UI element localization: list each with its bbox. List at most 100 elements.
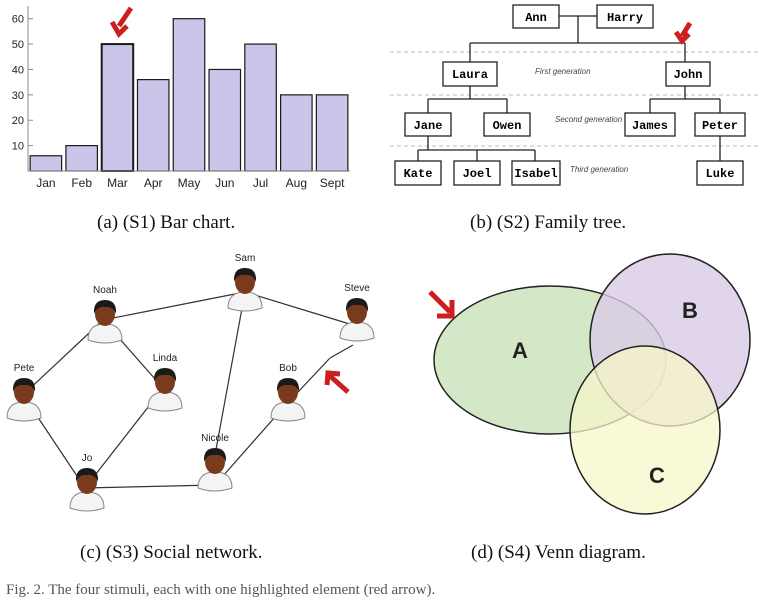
person-node-nicole: Nicole	[197, 433, 233, 492]
svg-text:Jane: Jane	[414, 119, 443, 133]
svg-text:Kate: Kate	[404, 167, 433, 181]
tree-connectors	[417, 15, 721, 161]
person-hair-icon	[12, 378, 36, 392]
person-head-icon	[235, 270, 255, 294]
person-head-icon	[155, 370, 175, 394]
svg-text:James: James	[632, 119, 668, 133]
svg-text:Pete: Pete	[14, 363, 35, 374]
person-hair-icon	[203, 448, 227, 462]
x-tick-label: May	[178, 176, 201, 190]
venn-label-c: C	[649, 463, 665, 488]
person-node-steve: Steve	[339, 283, 375, 342]
person-node-linda: Linda	[147, 353, 183, 412]
bar-apr	[136, 79, 170, 172]
tree-node-owen: Owen	[483, 112, 531, 137]
person-body-icon	[87, 323, 123, 344]
svg-text:Linda: Linda	[153, 353, 178, 364]
tree-node-kate: Kate	[394, 160, 442, 186]
bar-jan	[29, 155, 63, 172]
svg-text:Joel: Joel	[463, 167, 492, 181]
highlight-arrow-icon	[673, 21, 693, 45]
person-body-icon	[6, 401, 42, 422]
venn-set-c	[569, 345, 721, 515]
svg-text:Ann: Ann	[525, 11, 547, 25]
y-tick-label: 10	[12, 141, 24, 153]
person-hair-icon	[93, 300, 117, 314]
venn-diagram: A B C	[428, 253, 751, 515]
bar-chart-panel: 10 20 30 40 50 60 Jan Feb Mar Apr May Jun Jul Aug Sep…	[0, 0, 370, 210]
caption-b: (b) (S2) Family tree.	[470, 212, 627, 233]
family-tree-panel: First generation Second generation Third…	[385, 0, 760, 210]
svg-text:Harry: Harry	[607, 11, 643, 25]
svg-text:Owen: Owen	[493, 119, 522, 133]
social-network-panel: Sam Steve Noah Linda Pete Bob Nicole Jo	[0, 240, 385, 530]
tree-node-laura: Laura	[442, 61, 498, 87]
y-tick-label: 30	[12, 90, 24, 102]
person-hair-icon	[75, 468, 99, 482]
bar-mar	[100, 43, 135, 173]
person-body-icon	[197, 471, 233, 492]
tree-node-harry: Harry	[596, 4, 654, 29]
x-tick-label: Feb	[71, 176, 92, 190]
svg-text:Peter: Peter	[702, 119, 738, 133]
social-network: Sam Steve Noah Linda Pete Bob Nicole Jo	[6, 253, 375, 512]
bar-chart: 10 20 30 40 50 60 Jan Feb Mar Apr May Jun Jul Aug Sep…	[12, 6, 350, 190]
tree-node-ann: Ann	[512, 4, 560, 29]
svg-text:Jo: Jo	[82, 453, 93, 464]
bar-aug	[279, 94, 313, 172]
bar-sept	[315, 94, 349, 172]
bar-jun	[208, 68, 242, 172]
highlight-arrow-icon	[109, 6, 134, 39]
tree-node-isabel: Isabel	[511, 160, 561, 186]
caption-a: (a) (S1) Bar chart.	[97, 212, 236, 233]
y-tick-label: 40	[12, 64, 24, 76]
person-head-icon	[77, 470, 97, 494]
person-node-jo: Jo	[69, 453, 105, 512]
tree-node-james: James	[624, 112, 676, 137]
person-hair-icon	[276, 378, 300, 392]
y-tick-label: 20	[12, 115, 24, 127]
person-head-icon	[278, 380, 298, 404]
person-head-icon	[205, 450, 225, 474]
svg-text:Isabel: Isabel	[514, 167, 557, 181]
person-hair-icon	[153, 368, 177, 382]
highlight-arrow-icon	[428, 290, 455, 319]
x-tick-label: Jul	[253, 176, 268, 190]
person-node-noah: Noah	[87, 285, 123, 344]
x-tick-label: Jun	[215, 176, 234, 190]
x-tick-label: Mar	[107, 176, 128, 190]
svg-text:John: John	[674, 68, 703, 82]
family-tree: First generation Second generation Third…	[390, 4, 760, 186]
person-node-pete: Pete	[6, 363, 42, 422]
tree-node-joel: Joel	[453, 160, 501, 186]
bar-feb	[65, 145, 99, 172]
svg-text:Steve: Steve	[344, 283, 370, 294]
tree-node-luke: Luke	[696, 160, 744, 186]
person-head-icon	[347, 300, 367, 324]
bar-may	[172, 18, 206, 172]
x-tick-label: Aug	[286, 176, 307, 190]
x-tick-label: Sept	[320, 176, 345, 190]
highlight-arrow-icon	[324, 370, 350, 394]
person-hair-icon	[233, 268, 257, 282]
tree-node-peter: Peter	[694, 112, 746, 137]
caption-c: (c) (S3) Social network.	[80, 542, 263, 563]
caption-d: (d) (S4) Venn diagram.	[471, 542, 646, 563]
tree-node-jane: Jane	[404, 112, 452, 137]
tree-node-john: John	[665, 61, 711, 87]
person-body-icon	[270, 401, 306, 422]
person-hair-icon	[345, 298, 369, 312]
generation-label-third: Third generation	[570, 165, 629, 174]
x-tick-label: Jan	[36, 176, 55, 190]
generation-label-first: First generation	[535, 67, 591, 76]
venn-label-b: B	[682, 298, 698, 323]
y-tick-label: 60	[12, 14, 24, 26]
svg-text:Luke: Luke	[706, 167, 735, 181]
person-body-icon	[147, 391, 183, 412]
network-edges	[22, 291, 354, 489]
venn-diagram-panel: A B C	[400, 240, 760, 530]
person-body-icon	[339, 321, 375, 342]
y-tick-label: 50	[12, 39, 24, 51]
person-body-icon	[69, 491, 105, 512]
x-tick-label: Apr	[144, 176, 163, 190]
